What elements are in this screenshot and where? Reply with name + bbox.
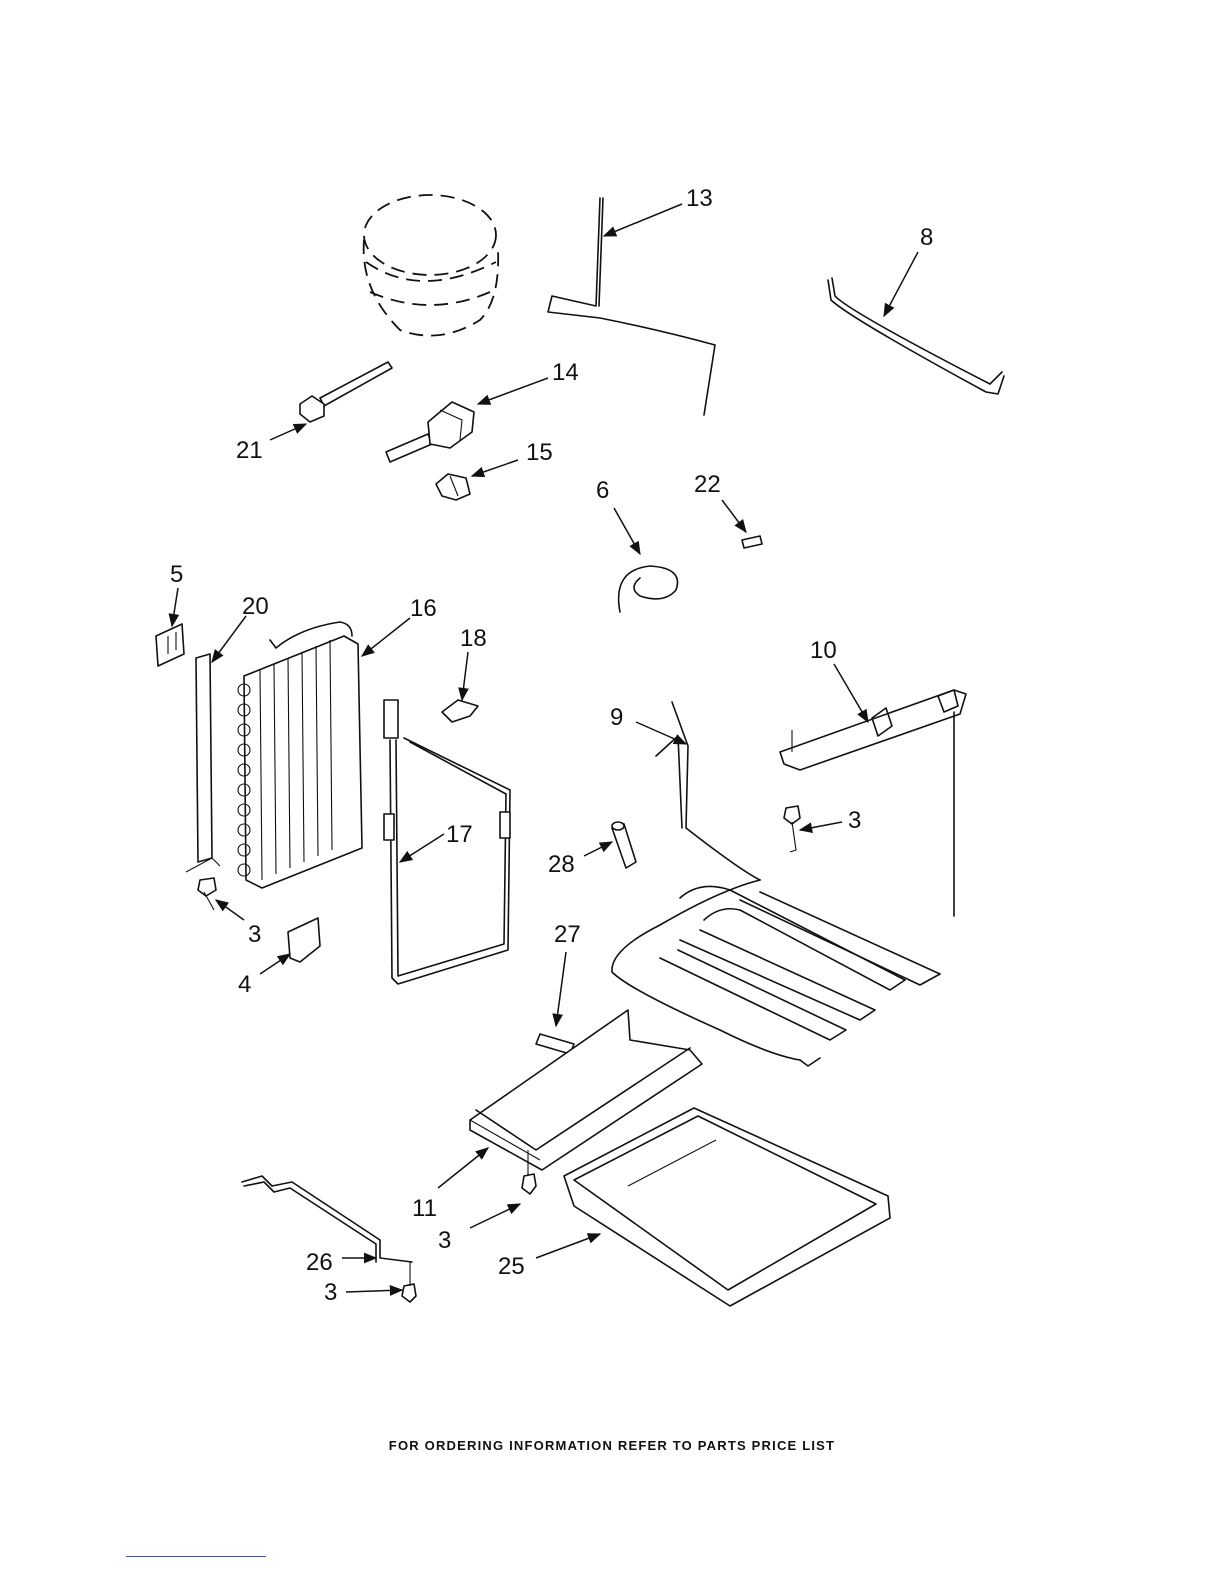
callout-21: 21 [236, 437, 263, 464]
part-3-screw-a [198, 878, 216, 910]
part-16-evaporator [238, 622, 362, 888]
part-15-clip [436, 474, 470, 500]
callout-4: 4 [238, 971, 251, 998]
part-9-defrost-heater [612, 702, 940, 1066]
part-28-tube [612, 822, 636, 868]
callout-3-evaporator: 3 [248, 921, 261, 948]
callout-17: 17 [446, 821, 473, 848]
part-18-clip [442, 700, 478, 722]
callout-27: 27 [554, 921, 581, 948]
part-8-tube [828, 278, 1004, 394]
part-22-clip [742, 536, 762, 548]
callout-8: 8 [920, 224, 933, 251]
callout-26: 26 [306, 1249, 333, 1276]
callout-10: 10 [810, 637, 837, 664]
part-20-bracket [186, 654, 220, 872]
part-10-bracket [780, 690, 966, 916]
part-25-pan [564, 1108, 890, 1306]
callout-9: 9 [610, 704, 623, 731]
callout-16: 16 [410, 595, 437, 622]
part-6-coil [619, 566, 678, 612]
callout-20: 20 [242, 593, 269, 620]
part-14-connector [386, 402, 474, 462]
part-3-screw-b [784, 806, 800, 852]
callout-28: 28 [548, 851, 575, 878]
part-5-plate [156, 624, 184, 666]
part-21-cable-tie [300, 362, 392, 422]
callout-3-bracket: 3 [848, 807, 861, 834]
callout-5: 5 [170, 561, 183, 588]
callout-25: 25 [498, 1253, 525, 1280]
callout-3-trough: 3 [438, 1227, 451, 1254]
callout-22: 22 [694, 471, 721, 498]
part-4-bracket [288, 918, 320, 962]
callout-6: 6 [596, 477, 609, 504]
callout-14: 14 [552, 359, 579, 386]
part-3-screw-d [402, 1262, 416, 1302]
compressor-outline [364, 195, 499, 336]
callout-15: 15 [526, 439, 553, 466]
callout-13: 13 [686, 185, 713, 212]
ordering-info-note: FOR ORDERING INFORMATION REFER TO PARTS … [0, 1438, 1224, 1453]
bottom-link-underline [126, 1556, 266, 1557]
callout-3-rod: 3 [324, 1279, 337, 1306]
callout-18: 18 [460, 625, 487, 652]
callout-11: 11 [412, 1195, 437, 1222]
